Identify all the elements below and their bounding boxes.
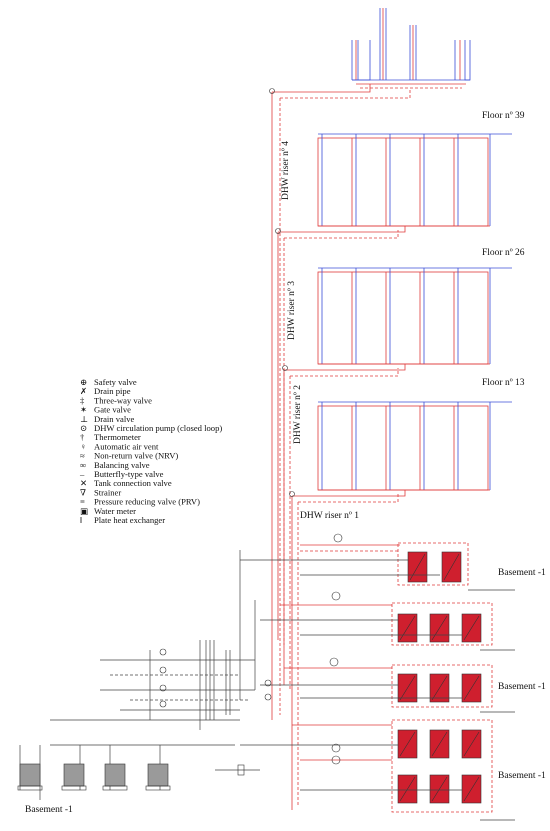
legend-item-label: Automatic air vent xyxy=(94,441,159,451)
legend-item-label: Strainer xyxy=(94,487,121,497)
non-return-valve-icon: ≈ xyxy=(80,451,85,461)
legend-item-label: Tank connection valve xyxy=(94,478,172,488)
drain-valve-icon: ⊥ xyxy=(80,414,88,424)
floor-26-network xyxy=(278,133,512,239)
basement-label-2: Basement -1 xyxy=(498,682,546,692)
legend-item-label: DHW circulation pump (closed loop) xyxy=(94,423,222,433)
legend-item-label: Pressure reducing valve (PRV) xyxy=(94,497,200,507)
legend-item-label: Drain valve xyxy=(94,414,135,424)
tank-connection-valve-icon: ✕ xyxy=(80,478,87,488)
boiler-group xyxy=(17,745,171,800)
legend-item-label: Thermometer xyxy=(94,432,141,442)
floor-13-network xyxy=(284,267,512,377)
basement-tank-group-3 xyxy=(260,657,515,713)
circulation-pump-icon: ⊙ xyxy=(80,423,87,433)
legend-item-label: Water meter xyxy=(94,506,136,516)
basement-label-1: Basement -1 xyxy=(498,568,546,578)
legend: ⊕ Safety valve ✗ Drain pipe ‡ Three-way valve… xyxy=(79,377,222,525)
legend-item-label: Three-way valve xyxy=(94,395,152,405)
floor-label-26: Floor nº 26 xyxy=(482,248,525,258)
basement-tank-group-4 xyxy=(240,719,515,821)
riser-label-2: DHW riser nº 2 xyxy=(293,385,303,444)
legend-item-label: Non-return valve (NRV) xyxy=(94,451,178,461)
water-meter-icon: ▣ xyxy=(80,506,88,516)
legend-item-label: Safety valve xyxy=(94,377,137,387)
legend-item-label: Plate heat exchanger xyxy=(94,515,165,525)
legend-item-label: Balancing valve xyxy=(94,460,150,470)
legend-item-label: Butterfly-type valve xyxy=(94,469,164,479)
floor-label-13: Floor nº 13 xyxy=(482,378,525,388)
basement-tank-group-1 xyxy=(240,533,515,591)
floor-lowest-network xyxy=(292,401,512,503)
plate-heat-exchanger-icon: ‖ xyxy=(80,515,82,525)
riser-label-3: DHW riser nº 3 xyxy=(287,281,297,340)
legend-item-label: Gate valve xyxy=(94,405,131,415)
riser-label-1: DHW riser nº 1 xyxy=(300,511,359,521)
plant-room-manifold xyxy=(50,550,272,776)
riser-lines xyxy=(269,88,299,810)
basement-tank-group-2 xyxy=(260,591,515,651)
thermometer-icon: † xyxy=(80,432,85,442)
prv-icon: ≡ xyxy=(80,497,85,507)
safety-valve-icon: ⊕ xyxy=(80,377,87,387)
basement-label-3: Basement -1 xyxy=(498,771,546,781)
butterfly-valve-icon: – xyxy=(79,469,85,479)
three-way-valve-icon: ‡ xyxy=(80,395,85,405)
air-vent-icon: ♀ xyxy=(80,441,86,451)
legend-item-label: Drain pipe xyxy=(94,386,131,396)
floor-label-39: Floor nº 39 xyxy=(482,111,525,121)
gate-valve-icon: ✶ xyxy=(80,405,87,415)
balancing-valve-icon: ∞ xyxy=(80,460,86,470)
strainer-icon: ∇ xyxy=(80,487,86,497)
riser-label-4: DHW riser nº 4 xyxy=(281,141,291,200)
floor-39-network xyxy=(272,8,471,99)
drain-pipe-icon: ✗ xyxy=(80,386,87,396)
basement-label-4: Basement -1 xyxy=(25,805,73,815)
